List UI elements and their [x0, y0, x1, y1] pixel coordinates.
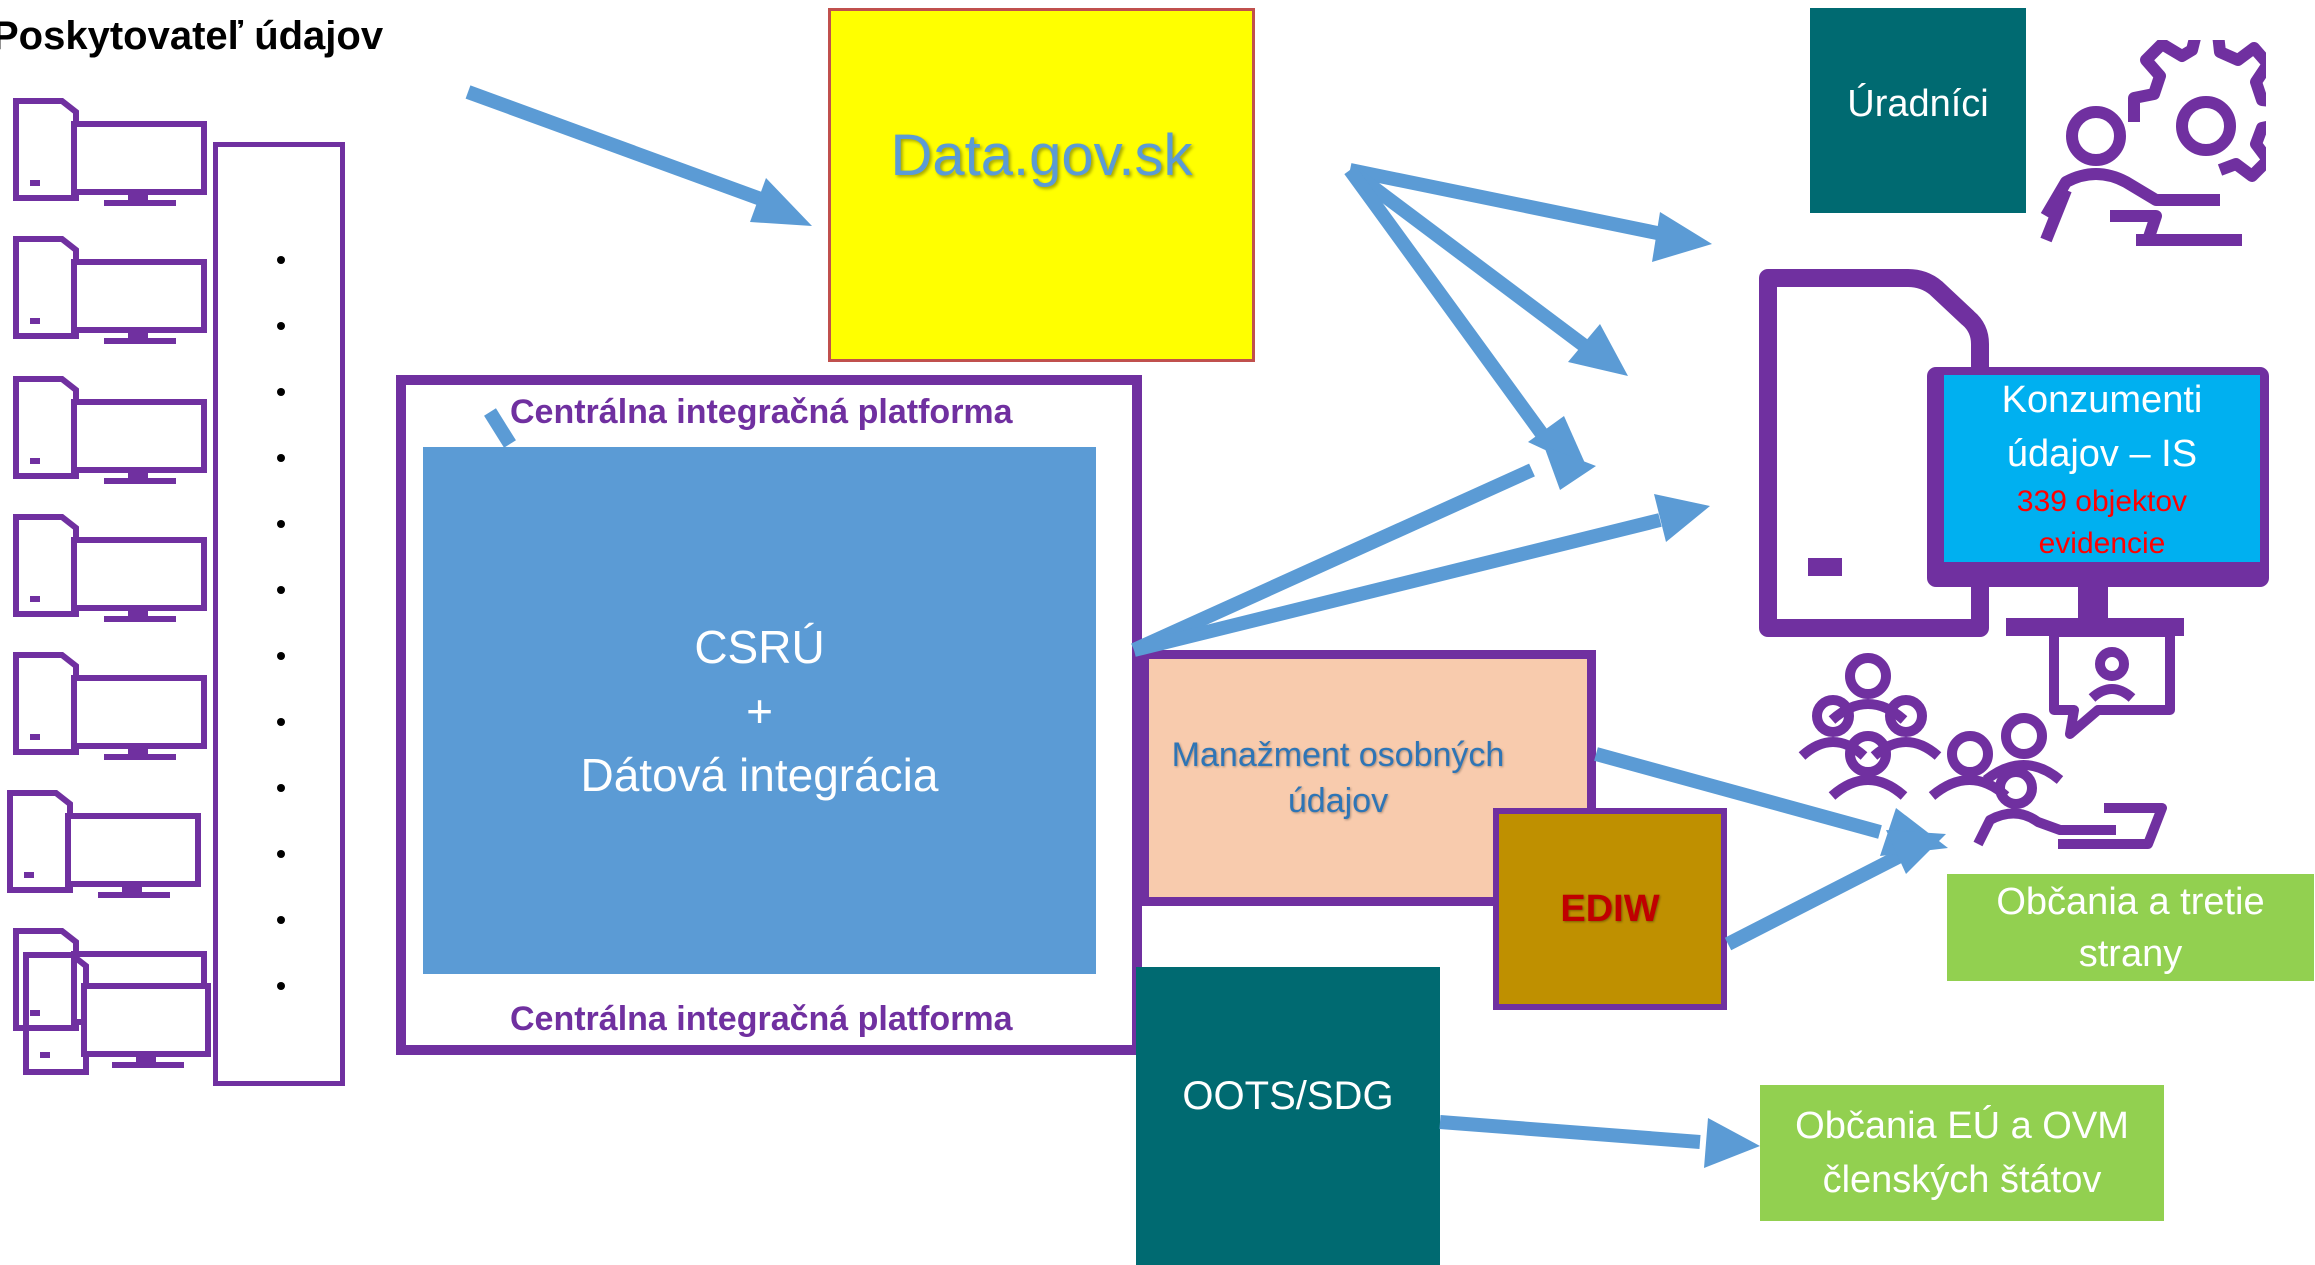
officials-label: Úradníci	[1847, 83, 1989, 125]
consumers-count: 339 objektov	[2016, 484, 2188, 518]
eu-citizens-box: Občania EÚ a OVM členských štátov	[1760, 1085, 2164, 1221]
officials-box: Úradníci	[1810, 8, 2026, 213]
ediw-box: EDIW	[1493, 808, 1727, 1010]
personal-data-line1: Manažment osobných	[1171, 736, 1505, 774]
eu-citizens-line2: členských štátov	[1822, 1159, 2102, 1201]
arrowhead	[1568, 324, 1628, 376]
citizens-line1: Občania a tretie	[1996, 880, 2265, 923]
citizens-line2: strany	[2078, 932, 2183, 975]
plus-label: +	[746, 684, 773, 737]
oots-box: OOTS/SDG	[1136, 967, 1440, 1265]
official-at-desk-gear-icon	[2006, 28, 2286, 255]
consumers-box: Konzumenti údajov – IS 339 objektov evid…	[1944, 375, 2260, 562]
datagov-label: Data.gov.sk	[890, 122, 1193, 188]
arrow-platform-to-consumers	[1132, 513, 1662, 657]
arrowhead	[750, 178, 812, 226]
arrowhead	[1652, 212, 1712, 262]
citizens-group-icon	[1798, 627, 2198, 855]
data-integration-label: Dátová integrácia	[580, 748, 939, 801]
arrow-datagov-to-computer	[1345, 164, 1595, 356]
arrowhead	[1528, 416, 1588, 470]
arrowhead	[1886, 830, 1946, 874]
datagov-box: Data.gov.sk	[828, 8, 1255, 362]
ediw-label: EDIW	[1560, 887, 1660, 930]
eu-citizens-line1: Občania EÚ a OVM	[1795, 1105, 2129, 1147]
consumers-line1: Konzumenti	[2001, 378, 2203, 421]
arrowhead	[1544, 446, 1596, 490]
consumers-evidence: evidencie	[2038, 526, 2166, 560]
personal-data-line2: údajov	[1287, 782, 1389, 820]
arrow-oots-to-eu	[1439, 1115, 1701, 1149]
arrow-platform-to-datagov	[484, 408, 516, 448]
oots-label: OOTS/SDG	[1182, 1073, 1394, 1118]
provider-computer-bottom	[14, 952, 214, 1087]
arrow-datagov-to-officials	[1348, 163, 1664, 241]
arrow-ediw-to-citizens	[1724, 849, 1904, 951]
platform-label-bottom: Centrálna integračná platforma	[510, 1000, 1013, 1038]
citizens-box: Občania a tretie strany	[1947, 874, 2314, 981]
csru-box: CSRÚ + Dátová integrácia	[423, 447, 1096, 974]
consumers-line2: údajov – IS	[2006, 432, 2198, 475]
arrow-personal-to-citizens	[1594, 747, 1882, 839]
provider-title: Poskytovateľ údajov	[0, 14, 384, 58]
arrow-datagov-to-platform	[1344, 165, 1548, 439]
arrowhead	[1654, 494, 1710, 542]
arrow-platform-to-hub	[1131, 463, 1535, 657]
arrow-provider-to-datagov	[465, 85, 783, 213]
provider-list-box	[213, 142, 345, 1086]
csru-label: CSRÚ	[694, 620, 825, 673]
platform-label-top: Centrálna integračná platforma	[510, 393, 1013, 431]
arrowhead	[1704, 1118, 1760, 1168]
